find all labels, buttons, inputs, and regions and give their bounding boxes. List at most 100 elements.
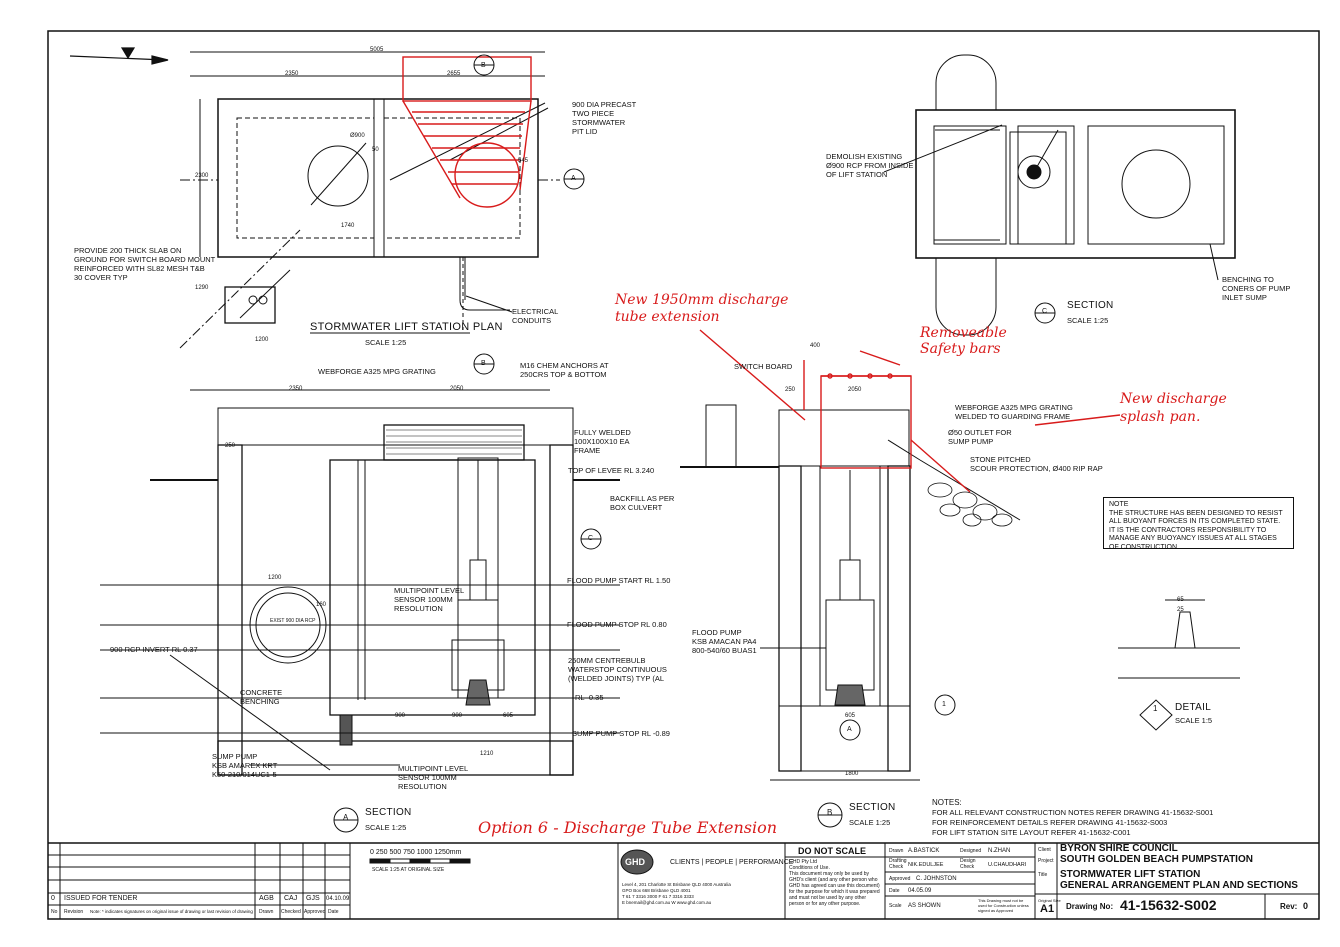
annotation-safety-bars: Removeable Safety bars: [920, 325, 1007, 357]
design-check-value: U.CHAUDHARI: [988, 862, 1027, 868]
annotation-splash-pan: New discharge splash pan.: [1120, 391, 1227, 425]
section-a-dim-900a: 900: [395, 713, 406, 719]
section-a-welded-label: FULLY WELDED 100x100x10 EA FRAME: [574, 428, 631, 455]
section-a-sump-pump-label: SUMP PUMP KSB AMAREX KRT K50-210/014UC1-…: [212, 752, 278, 779]
original-size-value: A1: [1040, 903, 1055, 915]
rev-check: CAJ: [284, 895, 298, 902]
section-b-dim-1800: 1800: [845, 771, 859, 777]
col-checked: Checked: [281, 909, 301, 915]
do-not-scale: DO NOT SCALE: [798, 846, 867, 856]
section-a-grating-label: WEBFORGE A325 MPG GRATING: [318, 367, 436, 376]
rev-label: Rev:: [1280, 902, 1298, 911]
rev-drawn: AGB: [259, 895, 274, 902]
drafting-check-label: Drafting Check: [889, 858, 907, 870]
notes-line-3: FOR LIFT STATION SITE LAYOUT REFER 41-15…: [932, 828, 1131, 837]
notes-heading: NOTES:: [932, 798, 962, 807]
ghd-logo-text: GHD: [625, 857, 645, 867]
buoyancy-note-text: THE STRUCTURE HAS BEEN DESIGNED TO RESIS…: [1109, 509, 1283, 551]
original-size-label: Original Size: [1038, 898, 1061, 903]
buoyancy-note: NOTE THE STRUCTURE HAS BEEN DESIGNED TO …: [1103, 497, 1294, 551]
section-b-mark-1: 1: [942, 701, 946, 708]
section-a-mark: A: [343, 813, 349, 822]
notes-line-1: FOR ALL RELEVANT CONSTRUCTION NOTES REFE…: [932, 808, 1214, 817]
section-a-dim-1200: 1200: [268, 575, 282, 581]
section-a-dim-900b: 900: [452, 713, 463, 719]
approved-label: Approved: [889, 876, 911, 882]
section-a-exist-rcp: EXIST 900 DIA RCP: [270, 618, 316, 624]
plan-section-a-mark: A: [571, 175, 576, 182]
section-c-demolish-label: DEMOLISH EXISTING Ø900 RCP FROM INSIDE O…: [826, 152, 914, 179]
col-date: Date: [328, 909, 339, 915]
title-label: Title: [1038, 872, 1048, 878]
annotation-option-6: Option 6 - Discharge Tube Extension: [478, 818, 778, 837]
section-b-grating-label: WEBFORGE A325 MPG GRATING WELDED TO GUAR…: [955, 403, 1073, 421]
plan-dim-left: 2350: [285, 71, 299, 77]
rev-desc: ISSUED FOR TENDER: [64, 895, 138, 902]
section-a-dim-1210: 1210: [480, 751, 494, 757]
plan-dim-1200: 1200: [255, 337, 269, 343]
detail-dim-25: 25: [1177, 607, 1184, 613]
section-a-c-mark: C: [588, 535, 594, 542]
section-a-drawing: [100, 389, 620, 776]
drawn-label: Drawn: [889, 848, 904, 854]
conditions-of-use: GHD Pty Ltd Conditions of Use. This docu…: [789, 859, 880, 907]
section-a-dim-2050: 2050: [450, 386, 464, 392]
plan-discharge-extension-markup: [402, 56, 532, 208]
title-value-2: GENERAL ARRANGEMENT PLAN AND SECTIONS: [1060, 880, 1298, 891]
plan-dia-900: Ø900: [350, 133, 365, 139]
col-revision: Revision: [64, 909, 84, 915]
ghd-address: Level 4, 201 Charlotte St Brisbane QLD 4…: [622, 882, 731, 905]
section-b-outlet-label: Ø50 OUTLET FOR SUMP PUMP: [948, 428, 1012, 446]
detail-mark: 1: [1153, 704, 1158, 713]
section-a-multipoint2-label: MULTIPOINT LEVEL SENSOR 100mm RESOLUTION: [398, 764, 469, 791]
drawing-no-label: Drawing No:: [1066, 902, 1114, 911]
buoyancy-note-heading: NOTE: [1109, 501, 1129, 508]
construction-note: This Drawing must not be used for Constr…: [978, 898, 1029, 913]
section-c-title: SECTION: [1067, 300, 1114, 311]
section-c-drawing: [883, 54, 1236, 336]
section-a-concrete-label: CONCRETE BENCHING: [240, 688, 283, 706]
section-b-flood-pump-label: FLOOD PUMP KSB AMACAN PA4 800-540/60 BUA…: [692, 628, 757, 655]
section-a-b-mark: B: [481, 360, 486, 367]
section-a-multipoint-label: MULTIPOINT LEVEL SENSOR 100mm RESOLUTION: [394, 586, 465, 613]
plan-pit-lid-label: 900 DIA PRECAST TWO PIECE STORMWATER PIT…: [572, 100, 637, 136]
section-b-mark: B: [827, 808, 833, 817]
drafting-check-value: NIK.EDULJEE: [908, 862, 944, 868]
scale-value: AS SHOWN: [908, 903, 941, 909]
project-label: Project: [1038, 858, 1054, 864]
section-a-dim-160: 160: [316, 602, 327, 608]
section-b-title: SECTION: [849, 802, 896, 813]
section-b-stone-label: STONE PITCHED SCOUR PROTECTION, Ø400 RIP…: [970, 455, 1103, 473]
section-c-mark: C: [1042, 308, 1048, 315]
section-b-dim-2050: 2050: [848, 387, 862, 393]
section-a-title: SECTION: [365, 807, 412, 818]
section-marks: [333, 54, 1173, 833]
rev-value: 0: [1303, 901, 1309, 911]
section-b-scale: SCALE 1:25: [849, 818, 891, 827]
section-a-dim-2350: 2350: [289, 386, 303, 392]
section-b-drawing: [680, 404, 1021, 781]
scale-bar-labels: 0 250 500 750 1000 1250mm: [370, 849, 462, 856]
plan-title: STORMWATER LIFT STATION PLAN: [310, 321, 503, 333]
plan-section-b-mark: B: [481, 62, 486, 69]
design-check-label: Design Check: [960, 858, 976, 870]
col-note: Note: * indicates signatures on original…: [90, 909, 253, 914]
rev-date: 04.10.09: [326, 896, 350, 902]
col-no: No: [51, 909, 58, 915]
sheet-border: [47, 30, 1320, 920]
date-value: 04.05.09: [908, 888, 932, 894]
plan-conduits-label: ELECTRICAL CONDUITS: [512, 307, 559, 325]
section-a-backfill-label: BACKFILL AS PER BOX CULVERT: [610, 494, 675, 512]
plan-dim-total: 5005: [370, 47, 384, 53]
plan-dim-height: 2300: [195, 173, 209, 179]
scale-bar-note: SCALE 1:25 AT ORIGINAL SIZE: [372, 867, 445, 873]
section-b-discharge-markup: [699, 329, 1121, 493]
plan-scale: SCALE 1:25: [365, 338, 407, 347]
drawing-no-value: 41-15632-S002: [1120, 897, 1217, 913]
section-a-dim-605: 605: [503, 713, 514, 719]
section-b-dim-400: 400: [810, 343, 821, 349]
project-value: SOUTH GOLDEN BEACH PUMPSTATION: [1060, 854, 1253, 865]
plan-dim-1290: 1290: [195, 285, 209, 291]
col-approved: Approved: [304, 909, 326, 915]
